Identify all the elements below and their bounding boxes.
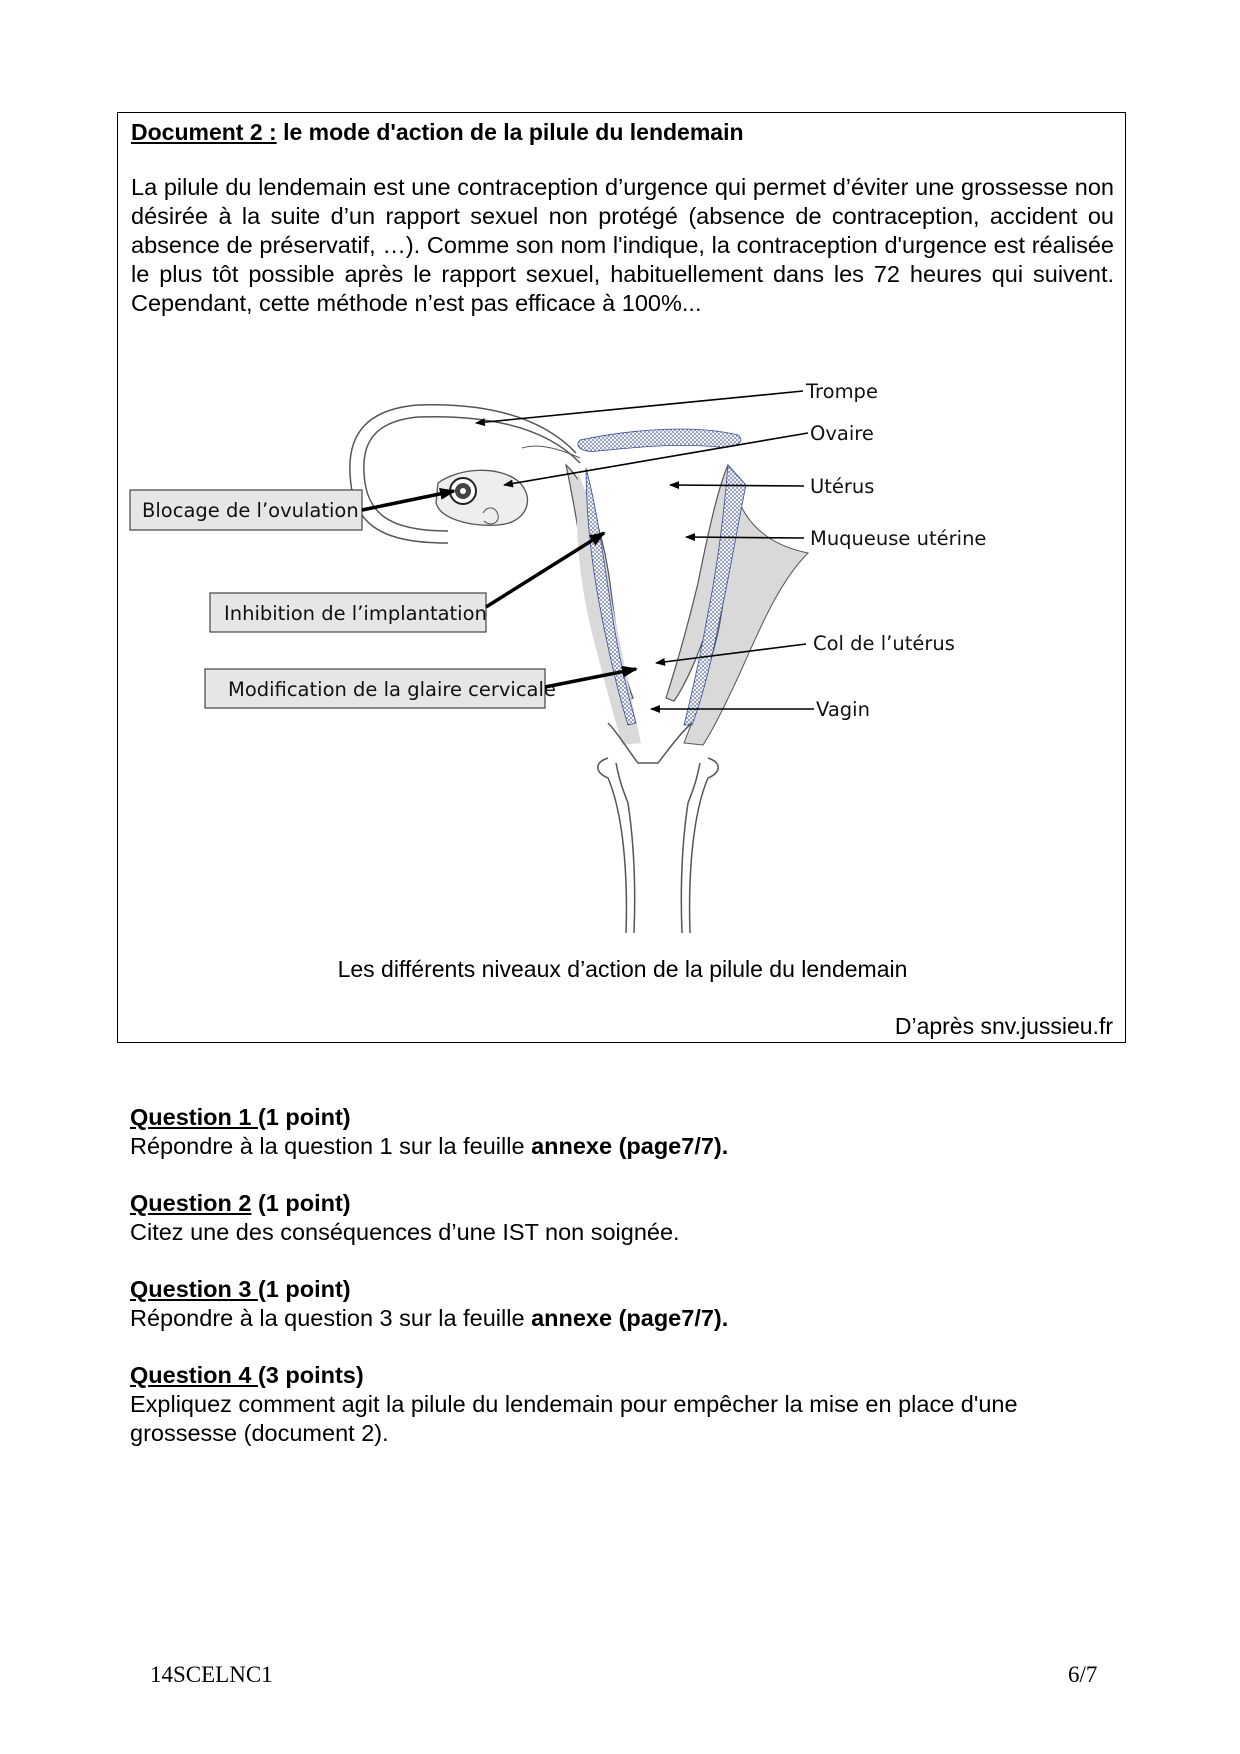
footer-page-number: 6/7: [1068, 1662, 1098, 1687]
question-3-heading: Question 3 (1 point): [130, 1275, 728, 1304]
box-implantation: Inhibition de l’implantation: [209, 592, 487, 633]
question-4-text-line2: grossesse (document 2).: [130, 1420, 389, 1446]
question-1-annexe: annexe (page7/7).: [531, 1133, 729, 1159]
muqueuse-pointer: [685, 533, 805, 542]
document-box: Document 2 : le mode d'action de la pilu…: [117, 112, 1126, 1043]
glaire-arrow: [544, 665, 638, 689]
diagram-source: D’après snv.jussieu.fr: [894, 1013, 1113, 1039]
implantation-arrow: [485, 531, 606, 609]
question-1-body: Répondre à la question 1 sur la feuille: [130, 1133, 532, 1159]
question-3-points: (1 point): [257, 1276, 351, 1302]
col-pointer: [655, 643, 807, 666]
question-3: Question 3 (1 point) Répondre à la quest…: [130, 1275, 728, 1333]
intro-paragraph: La pilule du lendemain est une contracep…: [131, 174, 1114, 316]
question-3-text: Répondre à la question 3 sur la feuille …: [130, 1304, 728, 1333]
question-2: Question 2 (1 point) Citez une des consé…: [130, 1189, 680, 1247]
label-uterus: Utérus: [810, 475, 874, 498]
ovary-shape: [435, 469, 529, 526]
uterus-pointer: [669, 481, 805, 490]
label-muqueuse: Muqueuse utérine: [810, 527, 986, 550]
question-2-points: (1 point): [251, 1190, 351, 1216]
question-1-label: Question 1: [130, 1104, 258, 1130]
reproductive-diagram: Trompe Ovaire Utérus Muqueuse utérine Co…: [129, 380, 986, 934]
question-4-heading: Question 4 (3 points): [130, 1361, 1018, 1390]
ovulation-arrow: [361, 487, 456, 512]
question-4: Question 4 (3 points) Expliquez comment …: [130, 1361, 1018, 1448]
footer-code: 14SCELNC1: [150, 1662, 273, 1687]
trompe-pointer: [475, 390, 804, 427]
box-glaire: Modification de la glaire cervicale: [204, 668, 556, 709]
question-2-heading: Question 2 (1 point): [130, 1189, 680, 1218]
box-ovulation: Blocage de l’ovulation: [129, 489, 363, 531]
question-4-text: Expliquez comment agit la pilule du lend…: [130, 1391, 1018, 1417]
box-ovulation-label: Blocage de l’ovulation: [142, 499, 359, 522]
question-1-heading: Question 1 (1 point): [130, 1103, 728, 1132]
question-1-points: (1 point): [257, 1104, 351, 1130]
diagram-caption: Les différents niveaux d’action de la pi…: [337, 956, 908, 982]
ovaire-pointer: [503, 432, 809, 488]
question-2-label: Question 2: [130, 1190, 252, 1216]
label-vagin: Vagin: [816, 698, 870, 721]
tube-shape: [349, 404, 581, 544]
question-4-points: (3 points): [257, 1362, 364, 1388]
question-1-text: Répondre à la question 1 sur la feuille …: [130, 1132, 728, 1161]
box-glaire-label: Modification de la glaire cervicale: [228, 678, 556, 701]
box-implantation-label: Inhibition de l’implantation: [224, 602, 487, 625]
question-4-label: Question 4: [130, 1362, 258, 1388]
document-title-rest: le mode d'action de la pilule du lendema…: [276, 119, 744, 145]
document-title: Document 2 : le mode d'action de la pilu…: [131, 119, 744, 146]
label-col: Col de l’utérus: [813, 632, 955, 655]
question-3-label: Question 3: [130, 1276, 258, 1302]
label-ovaire: Ovaire: [810, 422, 874, 445]
document-title-prefix: Document 2 :: [131, 119, 277, 145]
question-1: Question 1 (1 point) Répondre à la quest…: [130, 1103, 728, 1161]
question-2-text: Citez une des conséquences d’une IST non…: [130, 1218, 680, 1247]
uterus-shape: [565, 428, 810, 934]
label-trompe: Trompe: [805, 380, 878, 403]
question-3-annexe: annexe (page7/7).: [531, 1305, 729, 1331]
question-2-body: Citez une des conséquences d’une IST non…: [130, 1219, 680, 1245]
question-3-body: Répondre à la question 3 sur la feuille: [130, 1305, 532, 1331]
